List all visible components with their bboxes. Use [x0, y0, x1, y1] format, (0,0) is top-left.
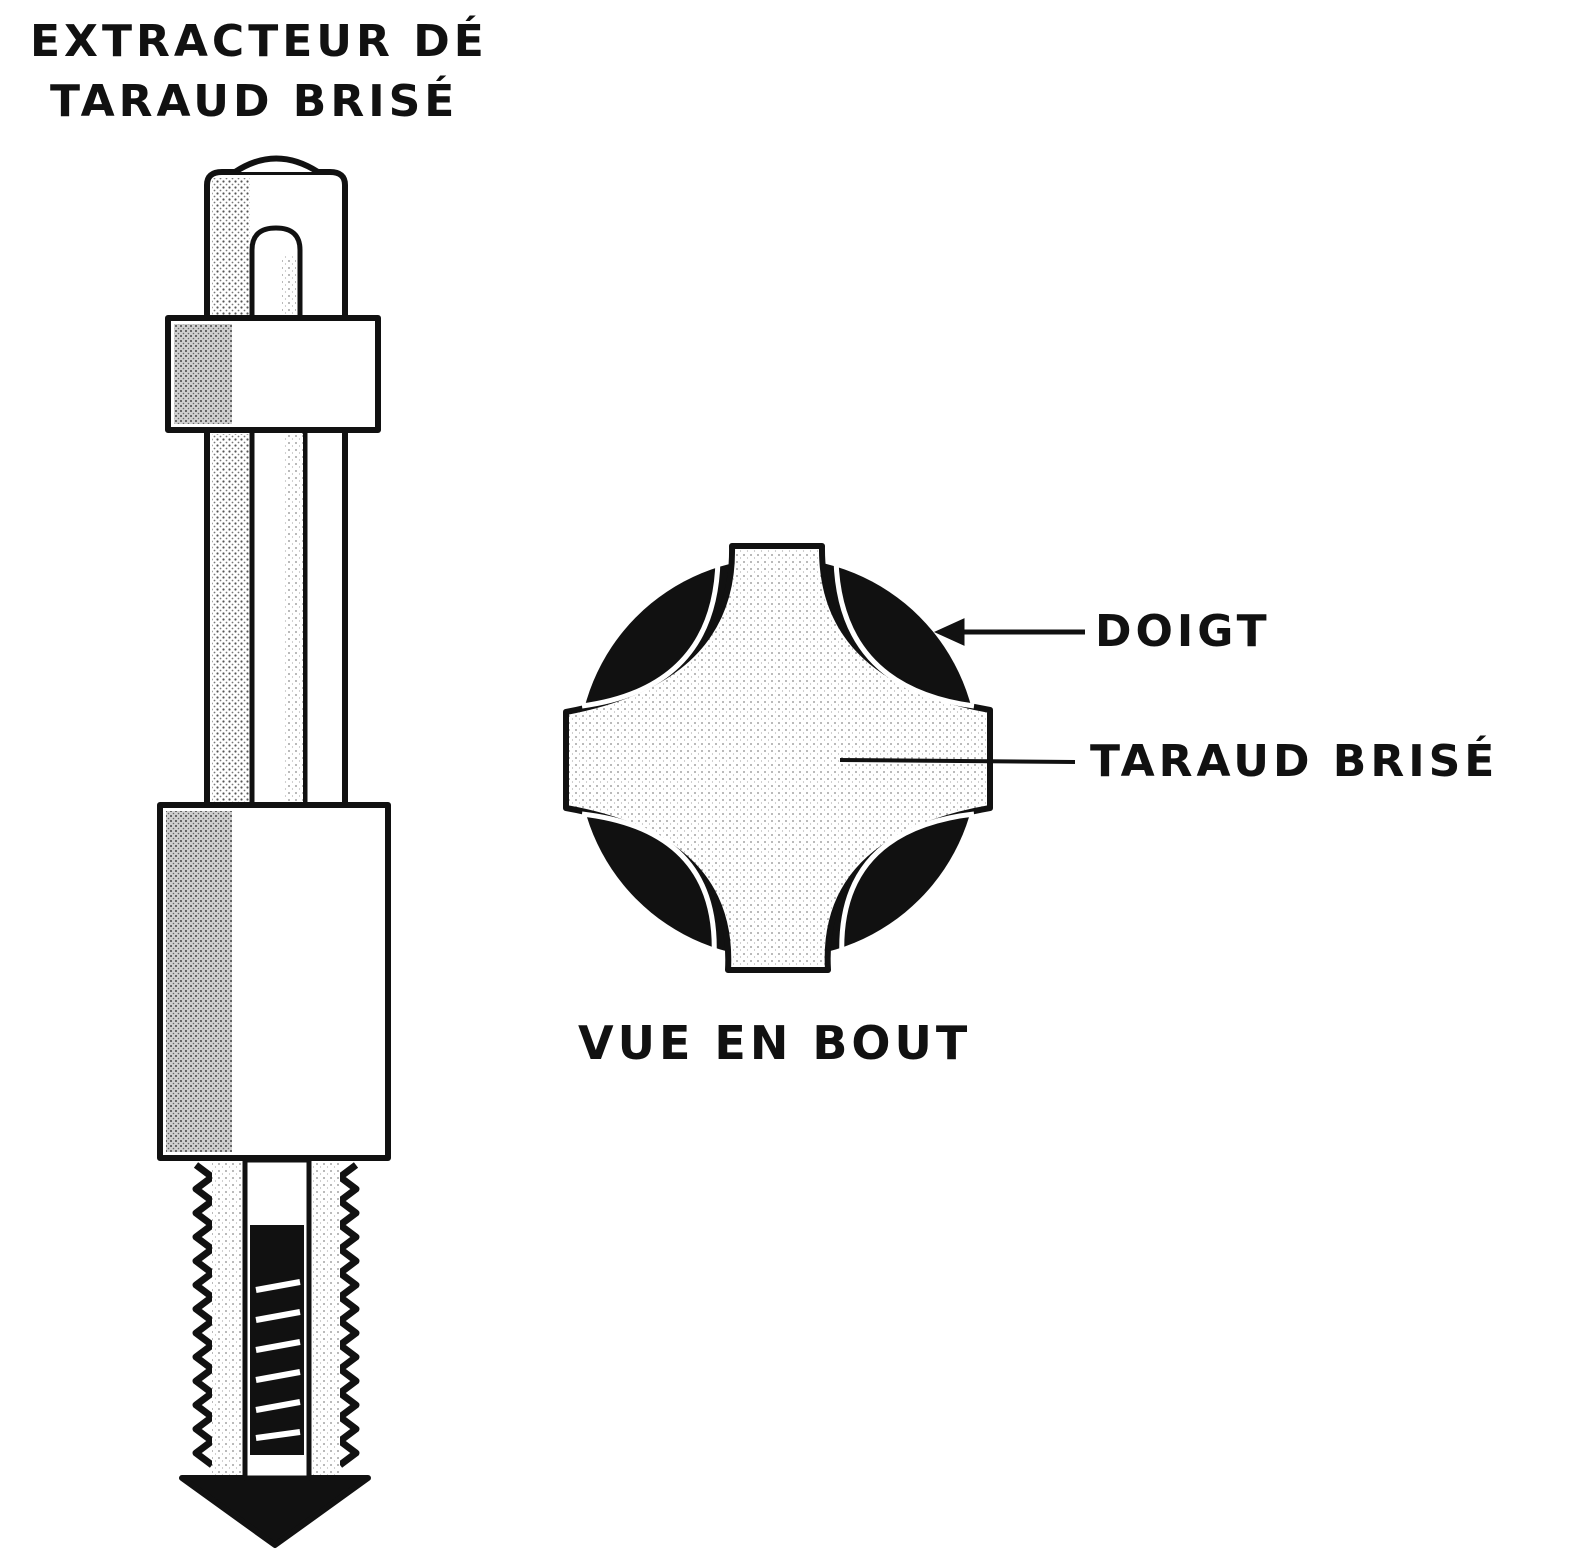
thread-right	[336, 1162, 360, 1468]
callout-finger-label: DOIGT	[1095, 606, 1271, 657]
callout-broken-tap-label: TARAUD BRISÉ	[1090, 736, 1499, 787]
upper-head-shade	[212, 178, 250, 316]
head-slot-shade	[282, 255, 296, 315]
title-line-2: TARAUD BRISÉ	[50, 76, 459, 127]
arrow-doigt	[933, 618, 965, 646]
title-line-1: EXTRACTEUR DÉ	[30, 16, 488, 67]
leader-taraud	[839, 758, 1076, 764]
upper-collar-shade	[174, 324, 232, 424]
lower-collar-shade	[166, 811, 232, 1152]
end-view-caption: VUE EN BOUT	[578, 1016, 972, 1070]
shaft-inner-shade	[283, 434, 303, 802]
extractor-side-view	[157, 155, 391, 1548]
end-view-diagram	[563, 543, 1085, 973]
head-dome	[233, 155, 320, 175]
cone-tip	[179, 1475, 371, 1548]
tap-flute-marks	[255, 1279, 301, 1441]
thread-left	[192, 1162, 216, 1468]
finger-gaps	[581, 559, 975, 959]
callout-leaders	[839, 618, 1085, 764]
shaft-shade	[212, 434, 250, 802]
broken-tap-cross	[563, 543, 993, 973]
